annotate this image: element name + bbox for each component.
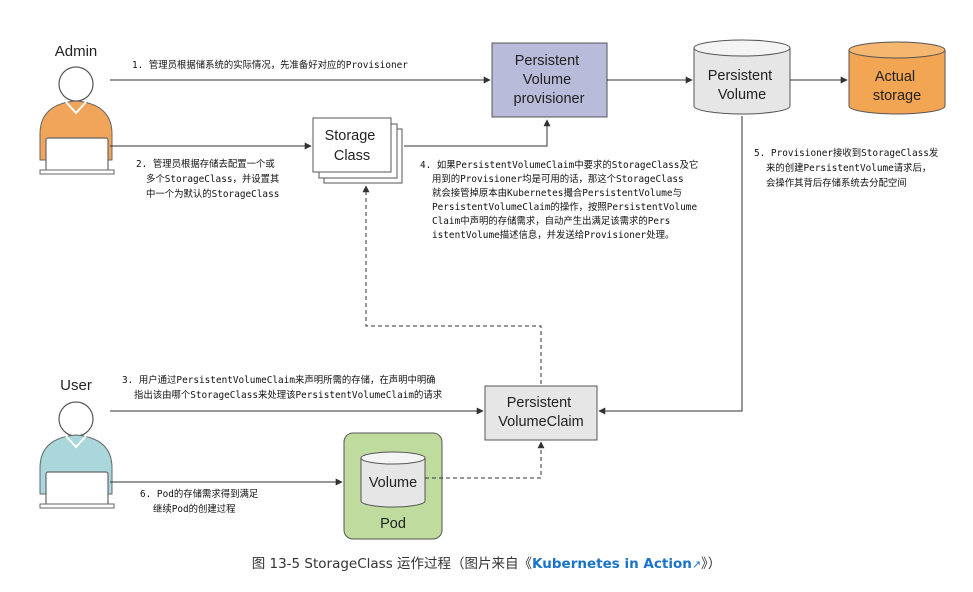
caption-suffix: 》）: [701, 556, 722, 572]
actual-storage-cylinder: Actual storage: [848, 41, 946, 115]
user-laptop-icon: [45, 471, 109, 507]
admin-head: [58, 66, 94, 102]
note-step-3: 3. 用户通过PersistentVolumeClaim来声明所需的存储，在声明…: [122, 374, 443, 401]
caption-prefix: 图 13-5 StorageClass 运作过程（图片来自《: [251, 556, 533, 572]
arrow-pv-to-pvc: [598, 116, 743, 415]
svg-text:Persistent Volume: Persistent Volume: [708, 68, 777, 103]
admin-laptop-icon: [45, 137, 109, 173]
note-step-1: 1. 管理员根据储系统的实际情况，先准备好对应的Provisioner: [132, 59, 408, 71]
note-step-4: 4. 如果PersistentVolumeClaim中要求的StorageCla…: [420, 159, 704, 241]
user-label: User: [60, 377, 92, 394]
dashed-arrow-volume-to-pvc: [425, 441, 545, 479]
user-head: [58, 401, 94, 437]
svg-text:Actual storage: Actual storage: [873, 69, 921, 104]
persistent-volume-cylinder: Persistent Volume: [693, 39, 791, 115]
note-step-2: 2. 管理员根据存储去配置一个或 多个StorageClass，并设置其 中一个…: [136, 158, 285, 200]
pvc-line-1: Persistent: [507, 395, 571, 411]
storage-class-line-2: Class: [334, 148, 370, 164]
pv-line-1: Persistent: [708, 68, 772, 84]
volume-label: Volume: [369, 475, 417, 491]
external-link-icon[interactable]: ↗: [691, 558, 702, 571]
storage-line-1: Actual: [875, 69, 915, 85]
pv-line-2: Volume: [718, 87, 766, 103]
storage-class-stack: Storage Class: [312, 117, 403, 184]
storage-class-line-1: Storage: [325, 128, 376, 144]
arrows: [110, 76, 848, 486]
admin-label: Admin: [55, 43, 98, 60]
user-actor: User: [39, 377, 115, 509]
svg-text:Storage Class: Storage Class: [325, 128, 380, 164]
svg-text:Persistent Volume: Persistent Volume provisioner: [514, 53, 585, 107]
pod-box: Volume Pod: [343, 432, 443, 540]
note-step-6: 6. Pod的存储需求得到满足 继续Pod的创建过程: [140, 488, 264, 515]
admin-actor: Admin: [39, 43, 115, 175]
pvc-line-2: VolumeClaim: [498, 414, 583, 430]
provisioner-line-1: Persistent: [515, 53, 579, 69]
dashed-arrow-pvc-to-storageclass: [362, 185, 542, 384]
svg-text:Persistent VolumeClaim: Persistent VolumeClaim: [498, 395, 583, 430]
pod-label: Pod: [380, 516, 406, 532]
figure-caption: 图 13-5 StorageClass 运作过程（图片来自《Kubernetes…: [0, 552, 973, 572]
provisioner-line-2: Volume: [523, 72, 571, 88]
provisioner-line-3: provisioner: [514, 91, 585, 107]
note-step-5: 5. Provisioner接收到StorageClass发 来的创建Persi…: [754, 147, 944, 189]
arrow-storageclass-to-provisioner: [404, 119, 551, 147]
storage-line-2: storage: [873, 88, 921, 104]
book-link[interactable]: Kubernetes in Action: [532, 556, 692, 572]
provisioner-box: Persistent Volume provisioner: [491, 42, 608, 118]
pvc-box: Persistent VolumeClaim: [484, 385, 598, 441]
